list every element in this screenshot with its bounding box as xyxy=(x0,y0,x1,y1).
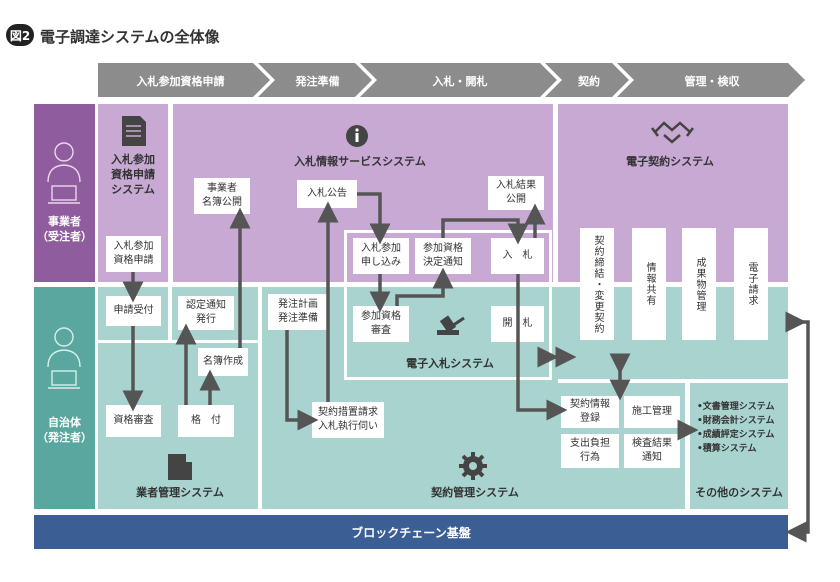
info-service-system-name: 入札情報サービスシステム xyxy=(294,155,426,168)
other-system-item: •積算システム xyxy=(697,444,757,454)
actor-government-label: 自治体 （発注者） xyxy=(37,416,92,444)
phase-arrow-3 xyxy=(360,63,557,97)
contract-mgmt-system-name: 契約管理システム xyxy=(431,486,519,499)
arrow-announce-bidapply xyxy=(357,192,391,245)
separator xyxy=(686,379,690,509)
register-box: 名簿作成 xyxy=(198,348,248,376)
arrow-blockchain-right xyxy=(785,311,810,543)
e-bidding-system-name: 電子入札システム xyxy=(406,357,494,370)
contract-reg-box: 契約情報 登録 xyxy=(561,396,619,428)
separator xyxy=(258,287,262,509)
arrow-plan-request xyxy=(285,330,319,431)
phase-arrow-5 xyxy=(617,63,805,97)
announce-box: 入札公告 xyxy=(297,180,357,208)
construction-box: 施工管理 xyxy=(624,396,680,428)
phase-arrow-1 xyxy=(98,63,270,97)
arrow-decision-bid xyxy=(441,218,529,245)
request-box: 契約措置請求 入札執行伺い xyxy=(312,402,384,438)
phase-arrow-2 xyxy=(258,63,372,97)
vendor-mgmt-system-name: 業者管理システム xyxy=(136,486,224,499)
plan-box: 発注計画 発注準備 xyxy=(268,294,328,330)
arrow-bid-contract xyxy=(516,274,568,421)
info-icon xyxy=(346,125,368,147)
actor-business-panel xyxy=(34,104,95,282)
actor-government-panel xyxy=(34,287,95,509)
apply-box: 入札参加 資格申請 xyxy=(106,236,161,272)
ec-box-deliverable: 成果物管理 xyxy=(682,228,716,340)
handshake-icon xyxy=(651,121,694,144)
other-system-name: その他のシステム xyxy=(695,486,783,499)
government-person-icon xyxy=(47,327,81,389)
document-icon xyxy=(122,116,146,146)
ec-box-share: 情報共有 xyxy=(632,228,666,340)
figure-badge: 図2 xyxy=(6,24,34,46)
other-system-item: •財務会計システム xyxy=(697,416,775,426)
separator xyxy=(168,287,172,343)
phase-label-2: 発注準備 xyxy=(295,75,340,88)
grade-box: 格 付 xyxy=(178,405,234,437)
building-icon xyxy=(168,454,192,480)
ec-box-billing: 電子請求 xyxy=(734,228,768,340)
application-system-name: 入札参加 資格申請 システム xyxy=(111,153,155,196)
phase-label-3: 入札・開札 xyxy=(432,75,488,88)
actor-business-label: 事業者 （受注者） xyxy=(37,215,92,243)
bid-apply-box: 入札参加 申し込み xyxy=(353,238,409,274)
phase-label-5: 管理・検収 xyxy=(684,75,740,88)
business-person-icon xyxy=(47,142,81,204)
separator xyxy=(558,379,788,383)
phase-label-1: 入札参加資格申請 xyxy=(136,75,225,88)
gear-icon xyxy=(459,452,487,480)
ec-box-contract: 契約締結・変更契約 xyxy=(580,228,614,340)
inspection-box: 検査結果 通知 xyxy=(624,434,680,468)
other-system-item: •文書管理システム xyxy=(697,402,775,412)
e-bidding-frame xyxy=(344,230,552,380)
gavel-icon xyxy=(437,315,465,335)
other-systems-list: •文書管理システム •財務会計システム •成績評定システム •積算システム xyxy=(697,400,789,456)
phase-label-4: 契約 xyxy=(578,75,600,88)
arrow-qual-decision xyxy=(395,267,454,306)
payment-box: 支出負担 行為 xyxy=(561,434,619,468)
figure-title: 電子調達システムの全体像 xyxy=(40,28,220,46)
other-systems-panel xyxy=(690,383,788,509)
blockchain-bar: ブロックチェーン基盤 xyxy=(34,515,788,549)
phase-arrow-4 xyxy=(545,63,629,97)
e-contract-system-name: 電子契約システム xyxy=(626,155,714,168)
other-system-item: •成績評定システム xyxy=(697,430,775,440)
